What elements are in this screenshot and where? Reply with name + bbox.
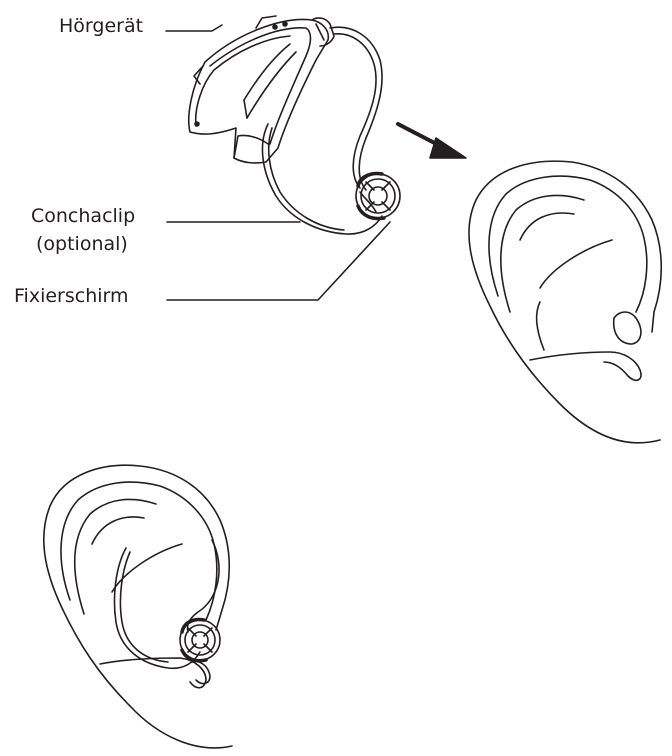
leader-hearing-aid: [166, 25, 222, 31]
ear-illustration-with-device: [44, 465, 232, 748]
leader-lines: [166, 25, 390, 300]
ear-illustration-right: [469, 161, 661, 443]
hearing-aid-illustration: [189, 16, 400, 234]
arrow-indicator: [398, 124, 466, 158]
